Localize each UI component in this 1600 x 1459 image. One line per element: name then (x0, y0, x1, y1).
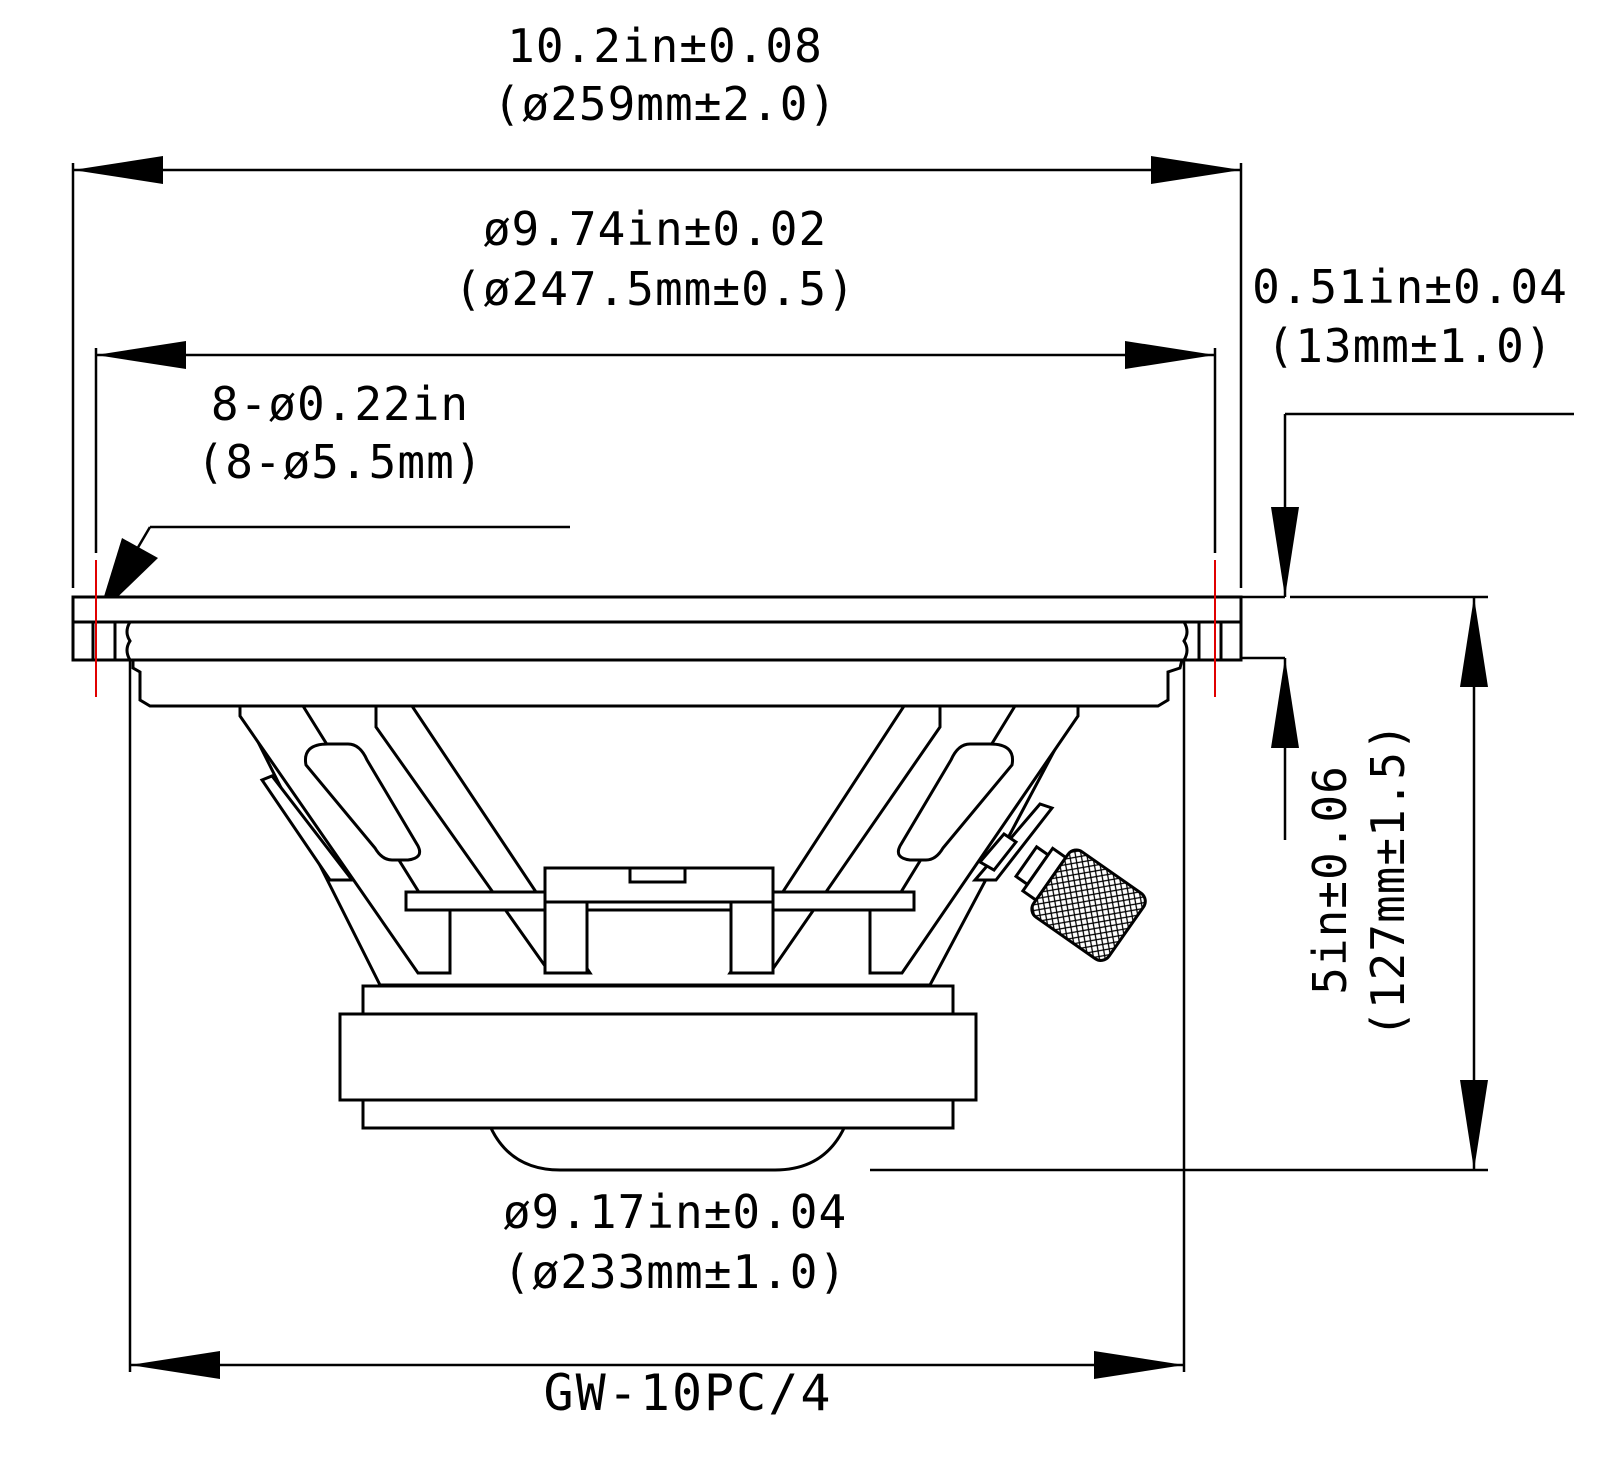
flange-right-gasket (1219, 620, 1243, 662)
spider-tab (628, 866, 687, 884)
flange-left-gasket (71, 620, 95, 662)
mounting-holes-label: 8-ø0.22in (8-ø5.5mm) (197, 377, 484, 489)
flange-thickness-metric: (13mm±1.0) (1267, 319, 1554, 373)
mounting-diameter-imperial: ø9.74in±0.02 (483, 202, 827, 256)
magnet-dome (487, 1124, 848, 1172)
flange-thickness-imperial: 0.51in±0.04 (1252, 260, 1568, 314)
top-plate (361, 984, 955, 1016)
flange-thickness-label: 0.51in±0.04 (13mm±1.0) (1252, 260, 1568, 373)
flange-lip (131, 658, 1184, 708)
mounting-holes-imperial: 8-ø0.22in (211, 377, 469, 431)
overall-diameter-label: 10.2in±0.08 (ø259mm±2.0) (493, 19, 837, 131)
mounting-diameter-metric: (ø247.5mm±0.5) (454, 262, 856, 316)
mounting-hole-centerlines (95, 560, 1216, 697)
flange-bottom-ring (71, 620, 1243, 662)
basket-window-left (303, 742, 422, 862)
mounting-depth-imperial: 5in±0.06 (1303, 765, 1357, 995)
mounting-diameter-dimension-line (94, 341, 1217, 553)
model-number: GW-10PC/4 (544, 1364, 833, 1422)
overall-diameter-dimension-line (71, 156, 1243, 588)
basket-left-outer-rib (238, 704, 452, 975)
cutout-diameter-metric: (ø233mm±1.0) (503, 1245, 847, 1299)
mounting-depth-metric: (127mm±1.5) (1361, 722, 1415, 1038)
back-plate (361, 1098, 955, 1130)
cutout-diameter-dimension-line (128, 660, 1186, 1379)
basket-window-right (896, 742, 1015, 862)
mounting-depth-label: 5in±0.06 (127mm±1.5) (1303, 722, 1415, 1038)
terminal (1013, 844, 1147, 962)
flange-top-ring (71, 595, 1243, 624)
speaker-side-view (71, 595, 1243, 1172)
mounting-depth-dimension-line (870, 595, 1488, 1172)
cutout-diameter-label: ø9.17in±0.04 (ø233mm±1.0) (503, 1185, 847, 1299)
basket-left-fin (259, 774, 356, 882)
magnet-ring (338, 1012, 978, 1102)
terminal-tab (977, 832, 1019, 872)
mounting-holes-metric: (8-ø5.5mm) (197, 435, 484, 489)
cutout-diameter-imperial: ø9.17in±0.04 (503, 1185, 847, 1239)
overall-diameter-metric: (ø259mm±2.0) (493, 77, 837, 131)
flange-thickness-dimension-line (1240, 412, 1574, 840)
basket-post-left (543, 900, 589, 975)
flange-left-groove (113, 620, 133, 662)
flange-right-groove (1181, 620, 1201, 662)
overall-diameter-imperial: 10.2in±0.08 (507, 19, 823, 73)
basket-post-right (729, 900, 775, 975)
basket-right-outer-rib (868, 704, 1080, 975)
mounting-diameter-label: ø9.74in±0.02 (ø247.5mm±0.5) (454, 202, 856, 316)
